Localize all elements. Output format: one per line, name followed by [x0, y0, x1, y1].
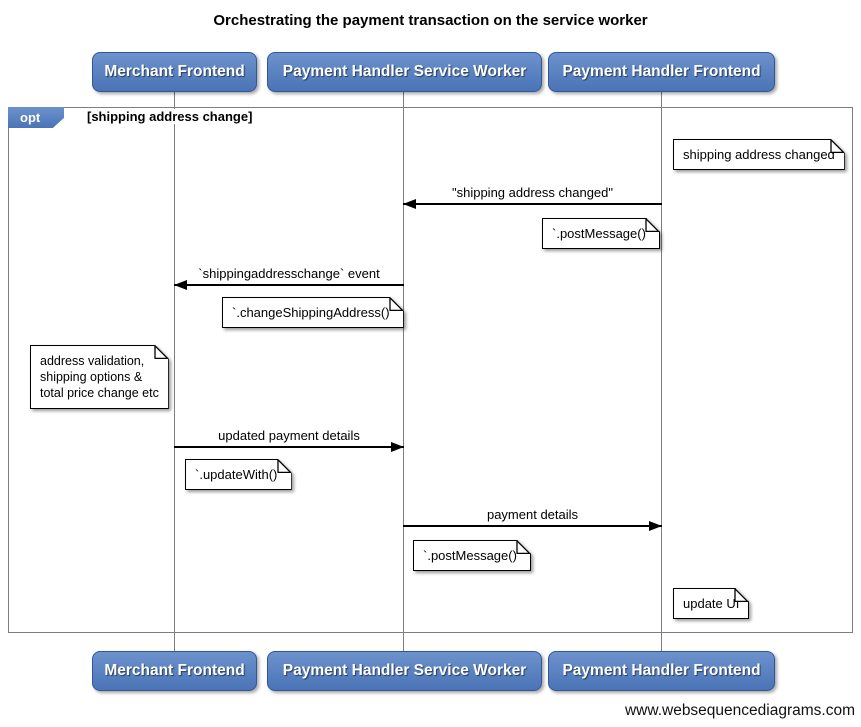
watermark-url: www.websequencediagrams.com — [624, 702, 855, 719]
actor-payment-handler-frontend-top: Payment Handler Frontend — [548, 52, 775, 92]
arrowhead-left-icon — [174, 280, 187, 290]
note-text: shipping address changed — [673, 139, 845, 170]
message-line — [403, 521, 662, 531]
note-update-with: `.updateWith()` — [185, 459, 292, 490]
actor-label: Payment Handler Service Worker — [282, 662, 527, 679]
message-shippingaddresschange-event: `shippingaddresschange` event — [174, 266, 404, 290]
message-updated-payment-details: updated payment details — [174, 428, 404, 452]
message-shipping-address-changed: "shipping address changed" — [403, 185, 662, 209]
message-label: payment details — [486, 507, 579, 522]
arrowhead-left-icon — [403, 199, 416, 209]
opt-frame — [8, 107, 853, 633]
opt-condition-label: [shipping address change] — [84, 109, 256, 124]
message-line — [403, 199, 662, 209]
message-label: updated payment details — [218, 428, 360, 443]
actor-label: Payment Handler Service Worker — [282, 63, 527, 80]
note-line-1: address validation, — [40, 354, 145, 368]
message-label: "shipping address changed" — [451, 185, 613, 200]
lifeline-payment-handler-service-worker — [403, 92, 404, 651]
note-fold-corner-icon — [830, 139, 845, 154]
note-change-shipping-address: `.changeShippingAddress()` — [222, 297, 404, 328]
note-line-3: total price change etc — [40, 386, 159, 400]
arrowhead-right-icon — [649, 521, 662, 531]
message-label: `shippingaddresschange` event — [198, 266, 380, 281]
actor-payment-handler-service-worker-bottom: Payment Handler Service Worker — [267, 651, 542, 691]
lifeline-payment-handler-frontend — [661, 92, 662, 651]
note-shipping-address-changed: shipping address changed — [673, 139, 845, 170]
actor-label: Payment Handler Frontend — [562, 63, 761, 80]
actor-payment-handler-service-worker-top: Payment Handler Service Worker — [267, 52, 542, 92]
actor-label: Merchant Frontend — [104, 662, 245, 679]
note-text: `.changeShippingAddress()` — [222, 297, 404, 328]
opt-operator-tab: opt — [8, 107, 64, 128]
note-address-validation: address validation, shipping options & t… — [30, 345, 169, 409]
lifeline-merchant-frontend — [174, 92, 175, 651]
note-line-2: shipping options & — [40, 370, 143, 384]
message-payment-details: payment details — [403, 507, 662, 531]
arrowhead-right-icon — [391, 442, 404, 452]
note-fold-corner-icon — [516, 540, 531, 555]
message-line — [174, 280, 404, 290]
note-text: update UI — [673, 588, 749, 619]
note-post-message-1: `.postMessage()` — [542, 218, 660, 249]
opt-operator-label: opt — [20, 110, 41, 125]
message-line — [174, 442, 404, 452]
note-fold-corner-icon — [389, 297, 404, 312]
actor-label: Payment Handler Frontend — [562, 662, 761, 679]
diagram-title: Orchestrating the payment transaction on… — [213, 12, 648, 29]
note-fold-corner-icon — [645, 218, 660, 233]
actor-merchant-frontend-bottom: Merchant Frontend — [92, 651, 257, 691]
note-text: address validation, shipping options & t… — [30, 345, 169, 409]
note-fold-corner-icon — [154, 345, 169, 360]
note-text: `.postMessage()` — [413, 540, 531, 571]
note-text: `.updateWith()` — [185, 459, 292, 490]
note-fold-corner-icon — [734, 588, 749, 603]
note-post-message-2: `.postMessage()` — [413, 540, 531, 571]
actor-label: Merchant Frontend — [104, 63, 245, 80]
actor-merchant-frontend-top: Merchant Frontend — [92, 52, 257, 92]
actor-payment-handler-frontend-bottom: Payment Handler Frontend — [548, 651, 775, 691]
note-update-ui: update UI — [673, 588, 749, 619]
note-fold-corner-icon — [277, 459, 291, 474]
note-text: `.postMessage()` — [542, 218, 660, 249]
